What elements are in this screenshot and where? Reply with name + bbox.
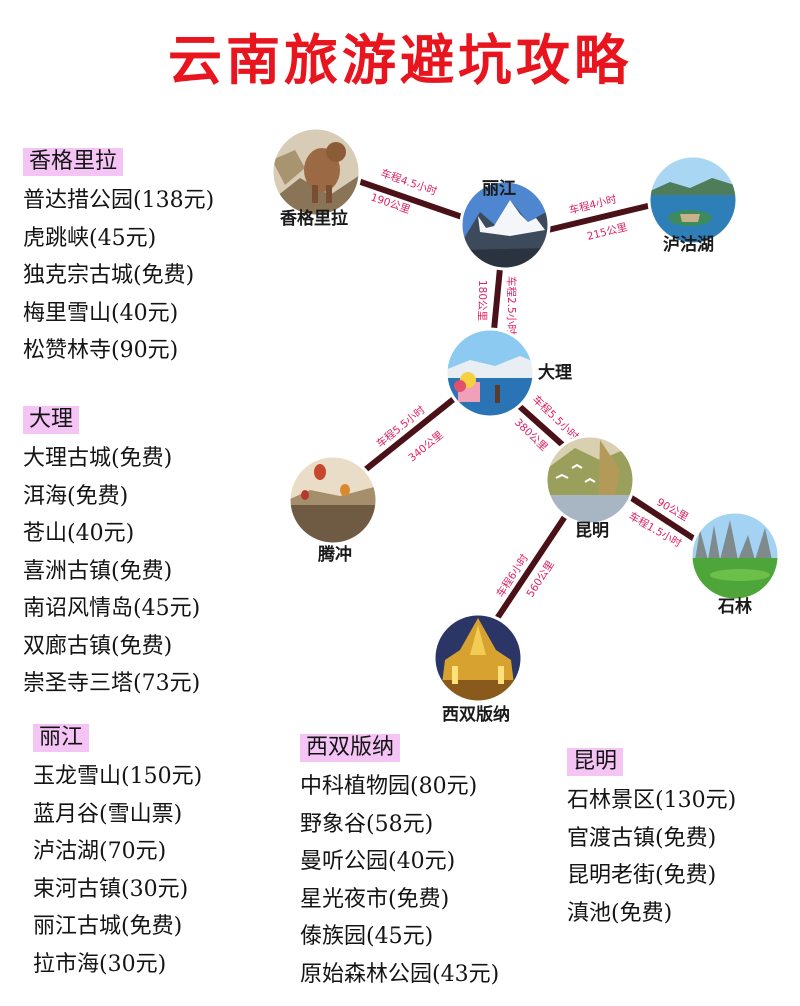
list-item: 松赞林寺(90元) bbox=[23, 338, 179, 363]
list-item: 喜洲古镇(免费) bbox=[23, 558, 173, 584]
road-kunming-shilin bbox=[627, 494, 699, 543]
section-lijiang: 丽江 玉龙雪山(150元) 蓝月谷(雪山票) 泸沽湖(70元) 束河古镇(30元… bbox=[33, 724, 202, 983]
section-shangri-la: 香格里拉 普达措公园(138元) 虎跳峡(45元) 独克宗古城(免费) 梅里雪山… bbox=[23, 148, 214, 370]
list-item: 星光夜市(免费) bbox=[300, 886, 450, 912]
list-item: 大理古城(免费) bbox=[23, 446, 173, 471]
list-item: 双廊古镇(免费) bbox=[23, 633, 173, 659]
road-shangri-lijiang bbox=[352, 177, 468, 221]
road-lijiang-lugu bbox=[545, 202, 655, 233]
section-label: 丽江 bbox=[33, 724, 90, 752]
list-item: 曼听公园(40元) bbox=[300, 849, 456, 874]
section-label: 昆明 bbox=[567, 748, 624, 776]
shilin-photo bbox=[689, 510, 781, 602]
list-item: 蓝月谷(雪山票) bbox=[33, 801, 183, 827]
list-item: 昆明老街(免费) bbox=[567, 863, 717, 888]
city-tengchong: 腾冲 bbox=[318, 544, 352, 565]
svg-text:215公里: 215公里 bbox=[586, 221, 629, 243]
list-item: 中科植物园(80元) bbox=[300, 774, 478, 799]
city-dali: 大理 bbox=[538, 362, 572, 383]
road-lijiang-dali bbox=[491, 265, 503, 333]
list-item: 傣族园(45元) bbox=[300, 924, 434, 949]
road-dali-tengchong bbox=[362, 395, 458, 473]
dali-photo bbox=[444, 327, 536, 419]
road-dali-kunming bbox=[515, 402, 568, 450]
svg-text:车程2.5小时: 车程2.5小时 bbox=[505, 276, 518, 335]
list-item: 普达措公园(138元) bbox=[23, 188, 215, 213]
tengchong-photo bbox=[287, 454, 379, 546]
city-lijiang: 丽江 bbox=[482, 179, 516, 199]
shangri-la-photo bbox=[270, 126, 362, 218]
list-item: 梅里雪山(40元) bbox=[23, 300, 179, 326]
list-item: 原始森林公园(43元) bbox=[300, 961, 500, 987]
section-dali: 大理 大理古城(免费) 洱海(免费) 苍山(40元) 喜洲古镇(免费) 南诏风情… bbox=[23, 406, 200, 703]
section-kunming: 昆明 石林景区(130元) 官渡古镇(免费) 昆明老街(免费) 滇池(免费) bbox=[567, 748, 736, 932]
city-shilin: 石林 bbox=[717, 596, 752, 617]
list-item: 虎跳峡(45元) bbox=[23, 225, 157, 251]
list-item: 苍山(40元) bbox=[23, 521, 135, 546]
svg-text:180公里: 180公里 bbox=[476, 280, 488, 321]
list-item: 石林景区(130元) bbox=[567, 788, 737, 813]
list-item: 玉龙雪山(150元) bbox=[33, 764, 203, 789]
list-item: 丽江古城(免费) bbox=[33, 914, 183, 939]
section-label: 香格里拉 bbox=[23, 148, 124, 176]
list-item: 泸沽湖(70元) bbox=[33, 839, 167, 864]
list-item: 南诏风情岛(45元) bbox=[23, 596, 201, 621]
city-xishuangbanna: 西双版纳 bbox=[442, 704, 510, 725]
xishuangbanna-photo bbox=[432, 612, 524, 704]
section-label: 西双版纳 bbox=[300, 734, 401, 762]
list-item: 拉市海(30元) bbox=[33, 951, 167, 977]
kunming-photo bbox=[544, 434, 636, 526]
page-title: 云南旅游避坑攻略 bbox=[168, 29, 632, 92]
list-item: 崇圣寺三塔(73元) bbox=[23, 671, 201, 696]
city-kunming: 昆明 bbox=[575, 521, 609, 541]
list-item: 束河古镇(30元) bbox=[33, 876, 189, 902]
lugu-lake-photo bbox=[647, 154, 739, 246]
list-item: 独克宗古城(免费) bbox=[23, 263, 195, 288]
section-label: 大理 bbox=[23, 406, 80, 434]
city-shangri-la: 香格里拉 bbox=[280, 208, 348, 229]
section-xishuangbanna: 西双版纳 中科植物园(80元) 野象谷(58元) 曼听公园(40元) 星光夜市(… bbox=[300, 734, 499, 993]
list-item: 官渡古镇(免费) bbox=[567, 825, 717, 851]
svg-text:380公里: 380公里 bbox=[512, 417, 550, 454]
lijiang-photo bbox=[459, 179, 551, 271]
list-item: 洱海(免费) bbox=[23, 483, 129, 509]
road-kunming-xsbn bbox=[493, 512, 569, 623]
list-item: 野象谷(58元) bbox=[300, 811, 434, 837]
city-lugu-lake: 泸沽湖 bbox=[663, 234, 714, 255]
route-label-lj-dl: 车程2.5小时 180公里 bbox=[476, 276, 518, 335]
list-item: 滇池(免费) bbox=[567, 900, 673, 926]
